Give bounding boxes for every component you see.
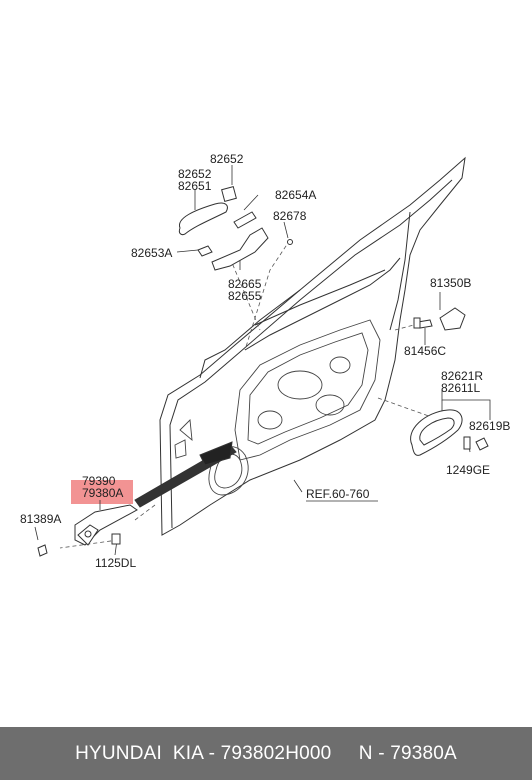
part-labels: 82652 82652 82651 82654A 82678 82653A 82… bbox=[20, 152, 510, 570]
footer-text: HYUNDAI KIA - 793802H000 N - 79380A bbox=[75, 742, 457, 764]
label-82652: 82652 bbox=[178, 167, 212, 181]
lock-parts bbox=[413, 307, 466, 331]
label-ref-60-760: REF.60-760 bbox=[306, 487, 370, 501]
label-81350b: 81350B bbox=[430, 276, 471, 290]
part-number-footer: HYUNDAI KIA - 793802H000 N - 79380A bbox=[0, 727, 532, 780]
label-81389a: 81389A bbox=[20, 512, 61, 526]
label-81456c: 81456C bbox=[404, 344, 446, 358]
label-82654a: 82654A bbox=[275, 188, 316, 202]
label-82621r: 82621R bbox=[441, 369, 483, 383]
label-82651: 82651 bbox=[178, 179, 212, 193]
highlight-79380a bbox=[71, 480, 133, 504]
label-82619b: 82619B bbox=[469, 419, 510, 433]
label-79380a: 79380A bbox=[82, 486, 123, 500]
outside-handle-parts bbox=[178, 186, 293, 271]
label-1249ge: 1249GE bbox=[446, 463, 490, 477]
label-82653a: 82653A bbox=[131, 246, 172, 260]
door-checker bbox=[37, 441, 237, 557]
door-panel bbox=[159, 156, 466, 536]
label-82611l: 82611L bbox=[441, 381, 480, 395]
label-82678: 82678 bbox=[273, 209, 307, 223]
label-82652-top: 82652 bbox=[210, 152, 244, 166]
label-79390: 79390 bbox=[82, 474, 116, 488]
label-82655: 82655 bbox=[228, 289, 262, 303]
label-1125dl: 1125DL bbox=[95, 556, 136, 570]
label-82665: 82665 bbox=[228, 277, 262, 291]
inside-handle bbox=[410, 409, 489, 456]
door-exploded-view: 82652 82652 82651 82654A 82678 82653A 82… bbox=[20, 152, 510, 570]
